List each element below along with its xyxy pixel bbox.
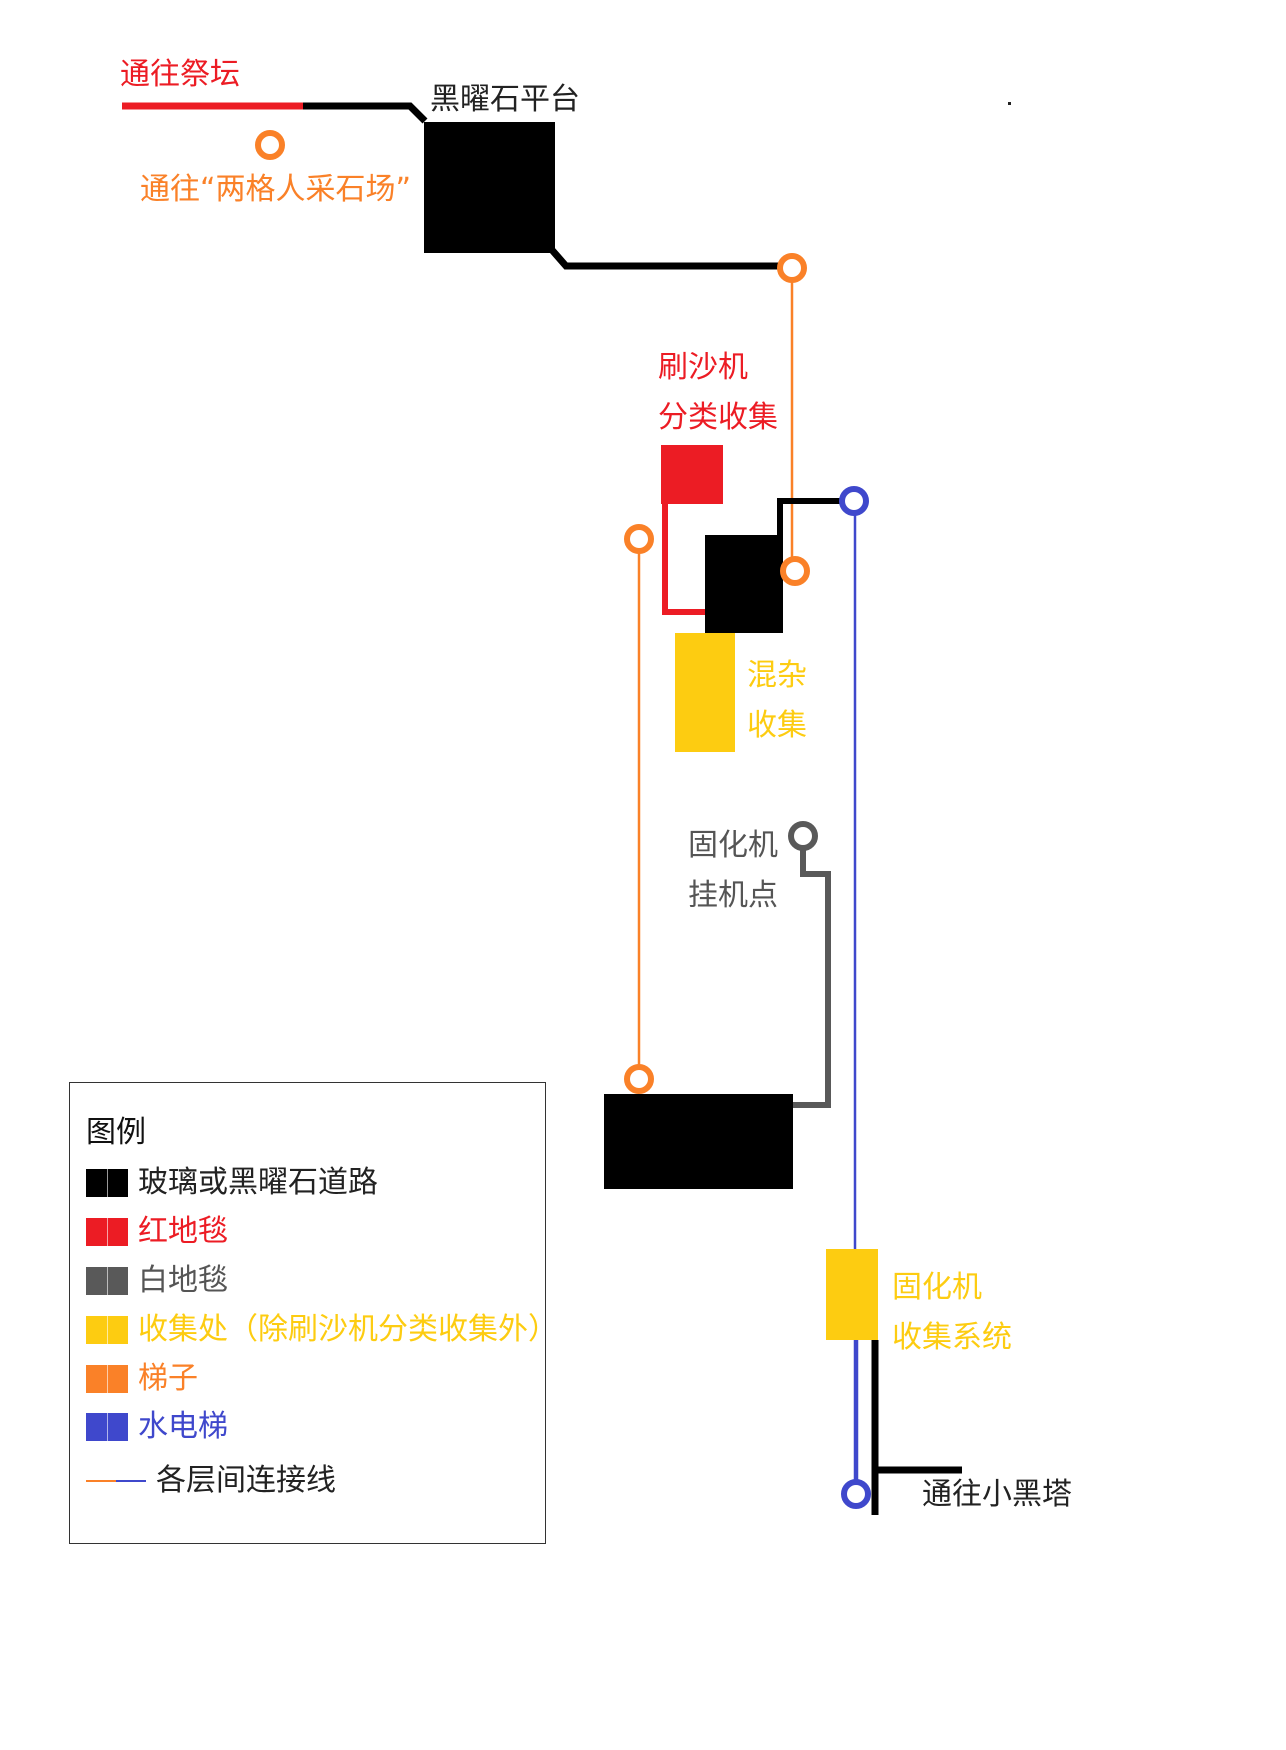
- legend-item-white-carpet: 白地毯: [86, 1261, 228, 1301]
- legend-item-ladder: 梯子: [86, 1359, 198, 1399]
- legend-swatch-white-carpet: [86, 1267, 128, 1295]
- legend-swatch-water-elevator: [86, 1413, 128, 1441]
- water-elevator-node-bottom: [841, 1479, 871, 1509]
- water-elevator-node-top: [839, 486, 869, 516]
- ladder-node-top: [777, 253, 807, 283]
- legend-swatch-red-carpet: [86, 1218, 128, 1246]
- ladder-node-left-top: [624, 524, 654, 554]
- white-carpet-solidifier: [793, 850, 831, 1108]
- obsidian-platform-block: [424, 122, 555, 253]
- legend-label-collection: 收集处（除刷沙机分类收集外）: [138, 1312, 558, 1347]
- road-to-obsidian-platform: [303, 102, 428, 124]
- bottom-road-block: [604, 1094, 793, 1189]
- label-solidifier-collection-2: 收集系统: [892, 1320, 1012, 1355]
- label-mixed-2: 收集: [747, 708, 807, 743]
- label-solidifier-2: 挂机点: [688, 878, 778, 913]
- legend-label-connection-lines: 各层间连接线: [156, 1463, 336, 1498]
- label-to-altar: 通往祭坛: [120, 57, 240, 92]
- ladder-node-quarry: [255, 130, 285, 160]
- legend-swatch-ladder: [86, 1365, 128, 1393]
- legend-item-water-elevator: 水电梯: [86, 1407, 228, 1447]
- label-solidifier-1: 固化机: [688, 828, 778, 863]
- solidifier-node: [788, 821, 818, 851]
- legend-swatch-collection: [86, 1316, 128, 1344]
- mixed-collection-block: [675, 633, 735, 752]
- solidifier-collection-block: [826, 1249, 878, 1340]
- legend-item-collection: 收集处（除刷沙机分类收集外）: [86, 1310, 558, 1350]
- legend-title: 图例: [86, 1115, 146, 1150]
- ladder-node-central: [780, 556, 810, 586]
- red-carpet-sand-machine: [662, 504, 707, 615]
- legend-swatch-road: [86, 1169, 128, 1197]
- legend-label-water-elevator: 水电梯: [138, 1409, 228, 1444]
- label-solidifier-collection-1: 固化机: [892, 1270, 982, 1305]
- legend-item-connection-lines: 各层间连接线: [86, 1461, 336, 1501]
- label-to-black-tower: 通往小黑塔: [922, 1477, 1072, 1512]
- label-obsidian-platform: 黑曜石平台: [430, 82, 580, 117]
- label-mixed-1: 混杂: [747, 658, 807, 693]
- label-to-quarry: 通往“两格人采石场”: [140, 172, 412, 207]
- legend-box: 图例 玻璃或黑曜石道路 红地毯 白地毯 收集处（除刷沙机分类收集外） 梯子: [69, 1082, 558, 1544]
- legend-label-ladder: 梯子: [138, 1361, 198, 1396]
- legend-item-road: 玻璃或黑曜石道路: [86, 1163, 378, 1203]
- road-platform-to-ladder: [549, 247, 779, 270]
- ladder-node-left-bottom: [624, 1064, 654, 1094]
- road-to-water-elevator: [777, 498, 842, 583]
- sand-machine-collection-block: [661, 445, 723, 504]
- stray-dot: [1008, 102, 1011, 105]
- central-road-block: [705, 535, 783, 633]
- legend-label-road: 玻璃或黑曜石道路: [138, 1165, 378, 1200]
- legend-swatch-connection-lines: [86, 1478, 146, 1484]
- legend-label-red-carpet: 红地毯: [138, 1214, 228, 1249]
- label-sand-machine-1: 刷沙机: [658, 350, 748, 385]
- label-sand-machine-2: 分类收集: [658, 400, 778, 435]
- legend-item-red-carpet: 红地毯: [86, 1212, 228, 1252]
- legend-label-white-carpet: 白地毯: [138, 1263, 228, 1298]
